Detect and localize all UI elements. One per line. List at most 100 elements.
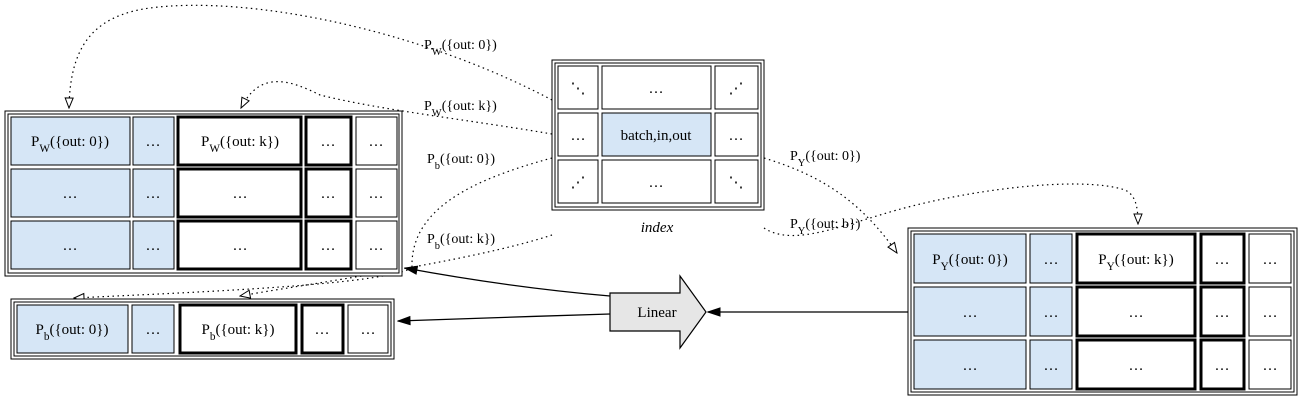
y-cell-2-0 (913, 339, 1027, 390)
index-r1-c1: batch,in,out (621, 128, 693, 144)
y-r2-c0: … (963, 358, 978, 374)
b-cell-2 (178, 303, 298, 355)
y-r1-c1: … (1044, 305, 1059, 321)
y-cell-2-1 (1029, 339, 1073, 390)
y-header-2: PY({out: k}) (1098, 252, 1173, 273)
w-cell-2-0 (10, 220, 131, 270)
w-cell-0-1 (132, 116, 175, 166)
y-cell-2-2 (1075, 338, 1197, 391)
w-r1-c1: … (146, 186, 161, 202)
w-cell-1-0 (10, 168, 131, 218)
edge-py0 (763, 157, 897, 253)
linear-label: Linear (637, 305, 676, 321)
w-cell-0-0 (10, 116, 131, 166)
index-cell-2-1 (601, 159, 712, 204)
w-r1-c3: … (321, 186, 336, 202)
w-cell-0-2 (176, 115, 303, 167)
y-header-1: … (1044, 252, 1059, 268)
y-cell-1-4 (1248, 286, 1292, 337)
index-r2-c1: … (649, 175, 664, 191)
index-r2-c0: ⋰ (571, 175, 586, 191)
w-cell-2-4 (355, 220, 398, 270)
y-cell-0-2 (1075, 232, 1197, 285)
y-table-inner (910, 230, 1295, 393)
w-r2-c4: … (369, 238, 384, 254)
w-cell-0-3 (304, 115, 353, 167)
w-r2-c0: … (63, 238, 78, 254)
linear-node: Linear (609, 274, 707, 350)
edge-linear-to-w (405, 268, 611, 297)
w-header-1: … (146, 134, 161, 150)
index-cell-0-1 (601, 65, 712, 110)
b-cell-0 (16, 304, 129, 354)
y-cell-1-2 (1075, 285, 1197, 338)
w-r1-c2: … (233, 186, 248, 202)
index-table: ⋱ … ⋰ … batch,in,out … ⋰ … ⋱ index (551, 59, 765, 236)
edge-label-pw0: PW({out: 0}) (424, 38, 497, 58)
index-r0-c2: ⋰ (729, 81, 744, 97)
w-table: PW({out: 0}) … PW({out: k}) … … … … … … … (4, 110, 403, 277)
index-cell-2-2 (714, 159, 759, 204)
w-r2-c1: … (146, 238, 161, 254)
index-r1-c0: … (571, 128, 586, 144)
edge-pw0 (69, 4, 553, 108)
y-r2-c3: … (1215, 358, 1230, 374)
linear-arrow-shape (609, 274, 707, 350)
index-cell-0-2 (714, 65, 759, 110)
index-caption: index (641, 220, 674, 236)
index-cell-1-1 (601, 112, 712, 157)
edge-pb0 (411, 157, 553, 269)
b-header-0: Pb({out: 0}) (36, 322, 109, 343)
solid-edges (398, 268, 908, 321)
b-cell-3 (300, 303, 345, 355)
w-header-2: PW({out: k}) (201, 134, 279, 155)
edge-pwk (241, 81, 553, 135)
y-cell-1-1 (1029, 286, 1073, 337)
b-cell-4 (347, 304, 389, 354)
y-r2-c4: … (1263, 358, 1278, 374)
b-header-3: … (315, 322, 330, 338)
edge-labels: PW({out: 0}) PW({out: k}) Pb({out: 0}) P… (424, 38, 861, 252)
index-table-inner (554, 62, 762, 208)
w-cell-1-1 (132, 168, 175, 218)
w-header-3: … (321, 134, 336, 150)
w-r2-c2: … (233, 238, 248, 254)
y-r2-c1: … (1044, 358, 1059, 374)
w-cell-2-3 (304, 219, 353, 271)
b-header-4: … (361, 322, 376, 338)
w-cell-2-2 (176, 219, 303, 271)
y-table: PY({out: 0}) … PY({out: k}) … … … … … … … (907, 227, 1298, 396)
edge-label-pbk: Pb({out: k}) (427, 232, 495, 252)
w-cell-0-4 (355, 116, 398, 166)
index-r0-c1: … (649, 81, 664, 97)
y-cell-0-1 (1029, 233, 1073, 284)
w-cell-2-1 (132, 220, 175, 270)
w-r2-c3: … (321, 238, 336, 254)
y-header-4: … (1263, 252, 1278, 268)
w-cell-1-4 (355, 168, 398, 218)
y-r1-c2: … (1129, 305, 1144, 321)
edge-label-py0: PY({out: 0}) (790, 149, 861, 169)
y-cell-1-0 (913, 286, 1027, 337)
b-cell-1 (131, 304, 175, 354)
y-cell-0-0 (913, 233, 1027, 284)
y-cell-2-3 (1199, 338, 1246, 391)
w-header-4: … (369, 134, 384, 150)
y-cell-2-4 (1248, 339, 1292, 390)
b-header-1: … (146, 322, 161, 338)
index-cell-1-0 (557, 112, 599, 157)
y-r2-c2: … (1129, 358, 1144, 374)
y-cell-0-3 (1199, 232, 1246, 285)
b-header-2: Pb({out: k}) (202, 322, 275, 343)
edge-label-pwk: PW({out: k}) (424, 99, 497, 119)
w-cell-1-3 (304, 167, 353, 219)
w-table-inner (7, 113, 400, 274)
w-r1-c4: … (369, 186, 384, 202)
w-header-0: PW({out: 0}) (31, 134, 109, 155)
index-cell-0-0 (557, 65, 599, 110)
edge-pyb (763, 183, 1138, 237)
index-r1-c2: … (729, 128, 744, 144)
index-r0-c0: ⋱ (571, 81, 586, 97)
edge-label-pb0: Pb({out: 0}) (427, 152, 495, 172)
